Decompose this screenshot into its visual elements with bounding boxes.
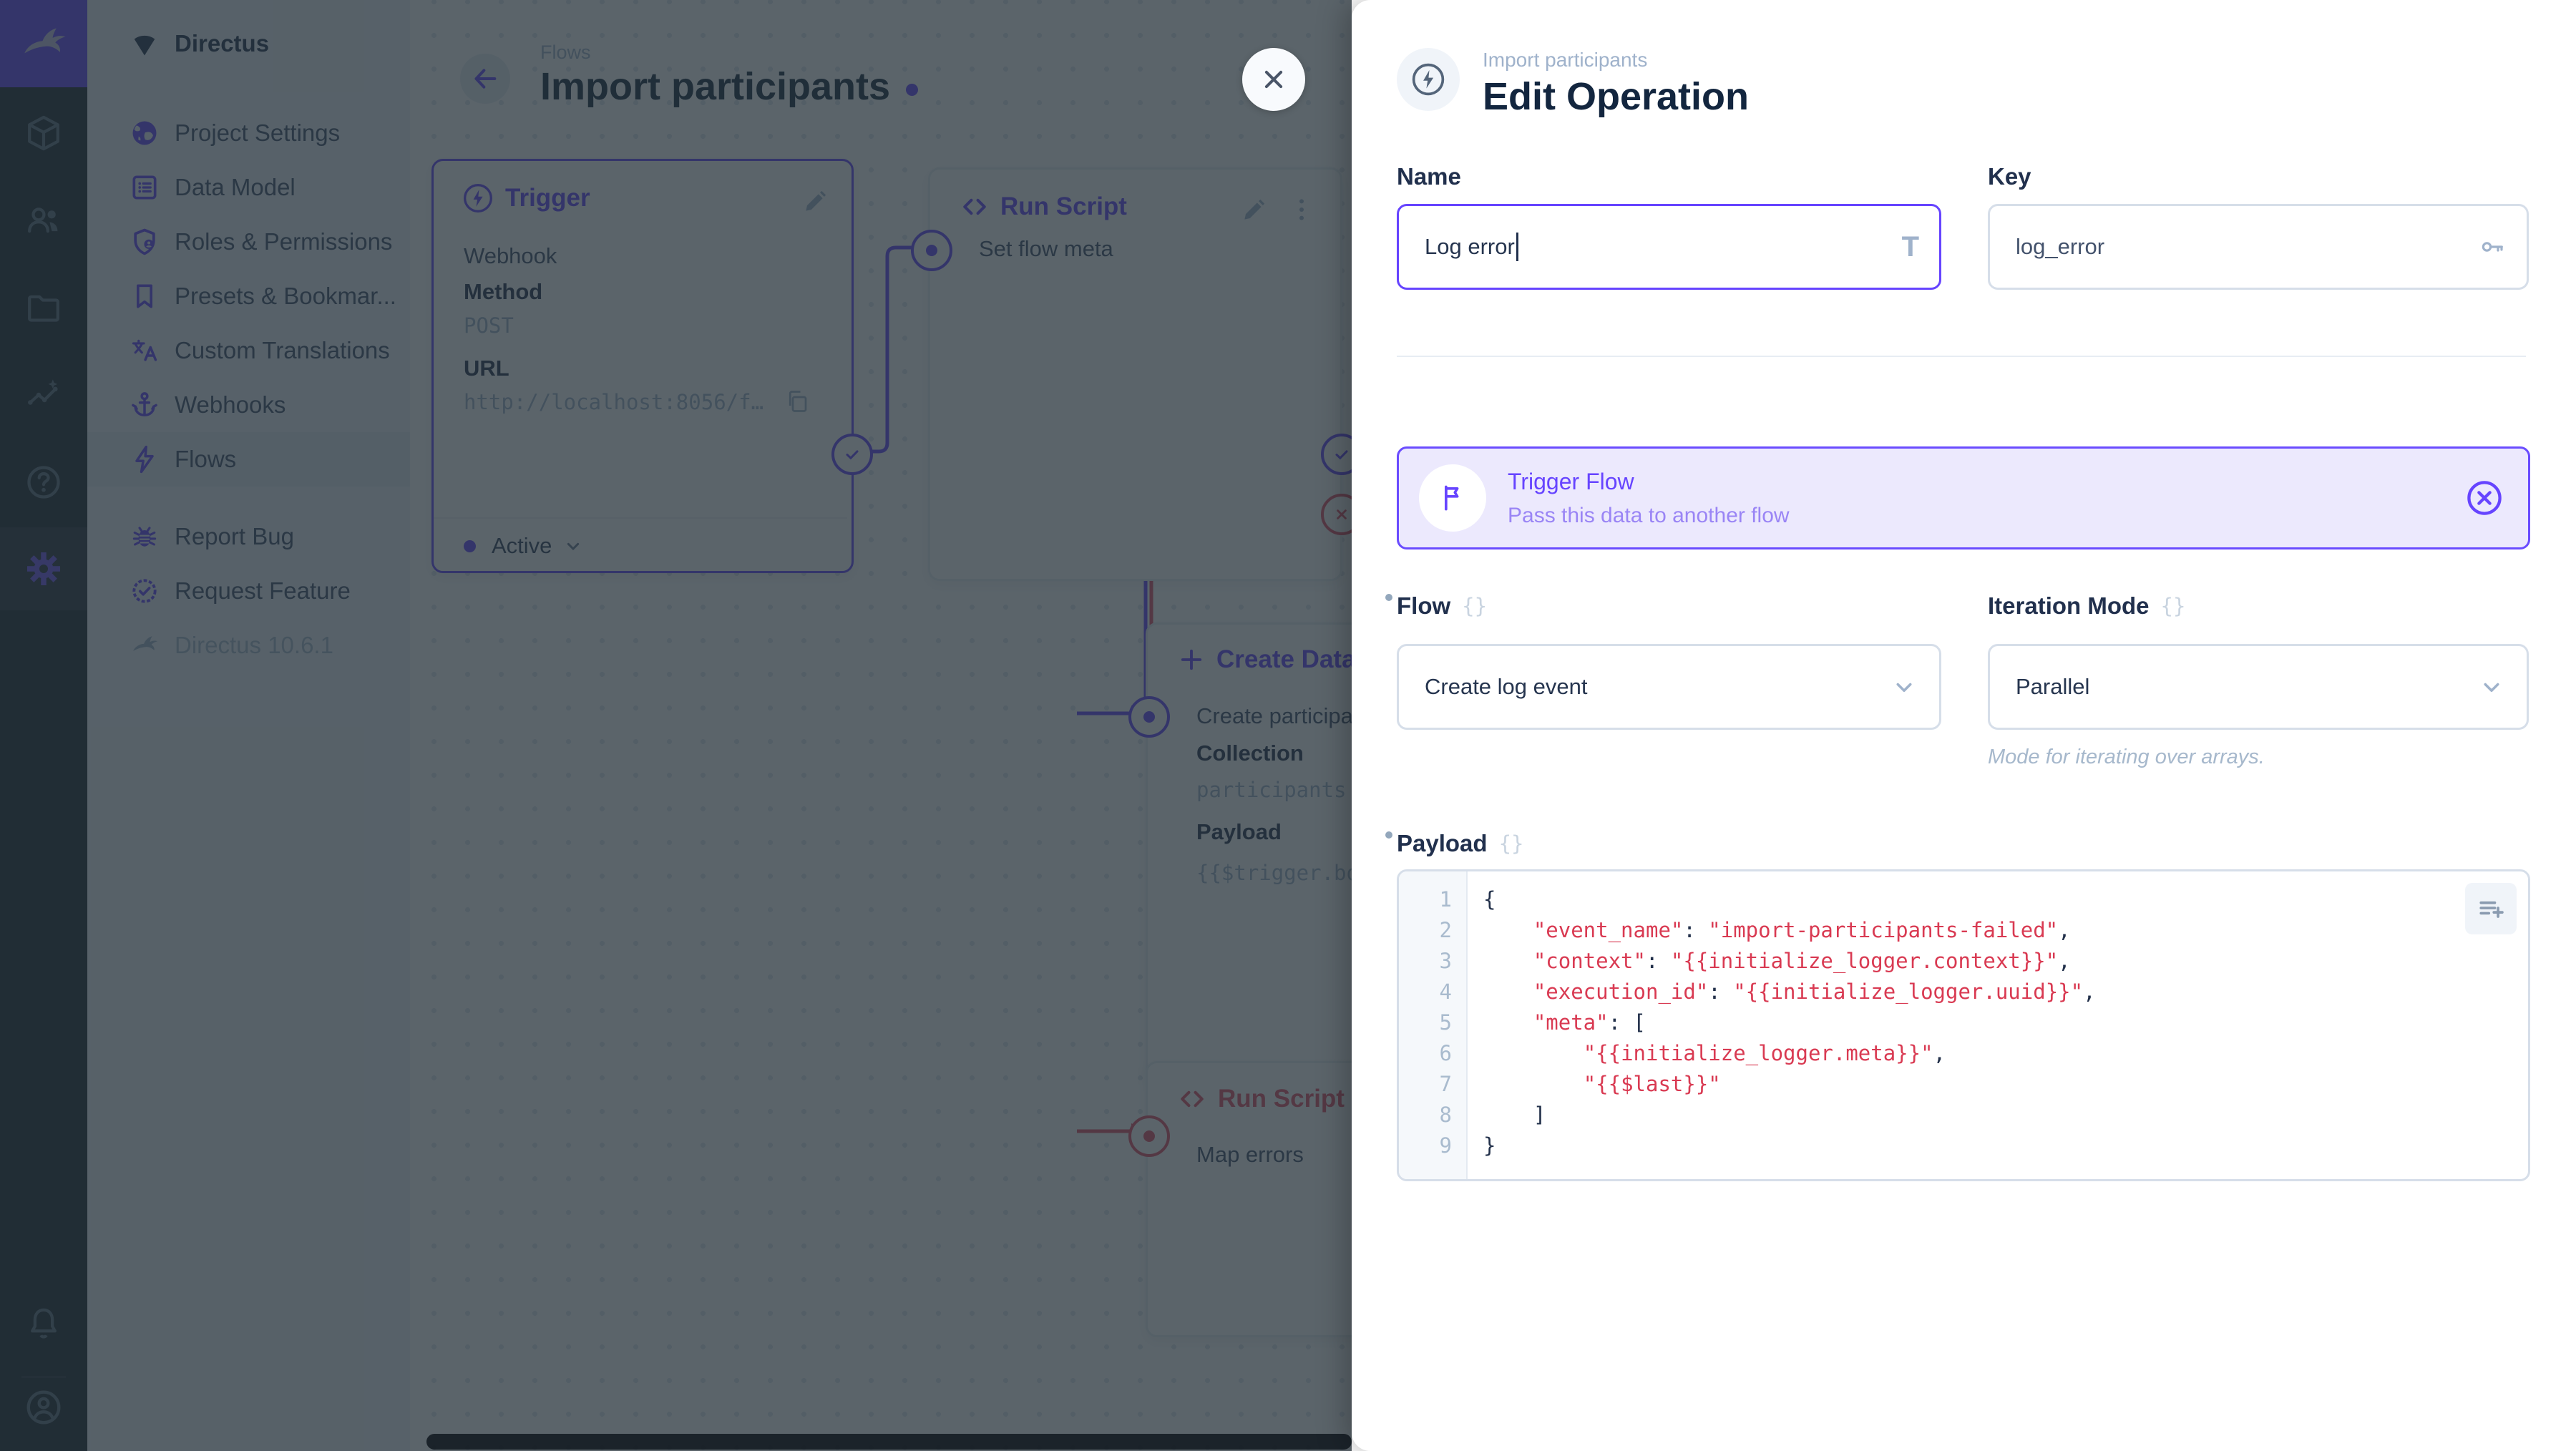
name-input[interactable]: Log error T xyxy=(1397,204,1941,290)
key-input[interactable]: log_error xyxy=(1988,204,2529,290)
chevron-down-icon xyxy=(2477,646,2507,728)
bolt-circle-icon xyxy=(1412,63,1445,96)
chevron-down-icon xyxy=(1889,646,1919,728)
text-caret xyxy=(1516,233,1518,261)
name-label: Name xyxy=(1397,163,1461,190)
modal-overlay[interactable] xyxy=(0,0,1352,1451)
canvas-horizontal-scrollbar[interactable] xyxy=(426,1434,1352,1450)
key-label: Key xyxy=(1988,163,2031,190)
code-line: { xyxy=(1483,887,1496,912)
iteration-mode-label: Iteration Mode{} xyxy=(1988,592,2186,619)
trigger-flow-banner[interactable]: Trigger Flow Pass this data to another f… xyxy=(1397,446,2530,549)
code-line: "event_name": "import-participants-faile… xyxy=(1533,918,2071,942)
drawer-breadcrumb: Import participants xyxy=(1483,49,1648,71)
key-icon xyxy=(2478,206,2507,288)
payload-label: Payload{} xyxy=(1385,830,1524,857)
code-line: "{{$last}}" xyxy=(1583,1072,1721,1096)
code-line: "{{initialize_logger.meta}}", xyxy=(1583,1041,1946,1065)
code-line: "execution_id": "{{initialize_logger.uui… xyxy=(1533,979,2096,1004)
code-line: "context": "{{initialize_logger.context}… xyxy=(1533,949,2071,973)
drawer-title: Edit Operation xyxy=(1483,75,1750,118)
flow-label: Flow{} xyxy=(1385,592,1488,620)
raw-value-icon[interactable]: {} xyxy=(2160,594,2186,618)
drawer-header-icon xyxy=(1397,48,1460,111)
iteration-mode-select[interactable]: Parallel xyxy=(1988,644,2529,730)
flow-select[interactable]: Create log event xyxy=(1397,644,1941,730)
edit-operation-drawer: Import participants Edit Operation Name … xyxy=(1352,0,2576,1451)
required-dot xyxy=(1385,831,1392,839)
banner-subtitle: Pass this data to another flow xyxy=(1508,503,1790,527)
close-icon xyxy=(1264,70,1283,89)
raw-value-icon[interactable]: {} xyxy=(1498,831,1524,856)
banner-title: Trigger Flow xyxy=(1508,468,1634,494)
flag-icon xyxy=(1419,464,1486,532)
format-json-button[interactable] xyxy=(2465,883,2517,934)
required-dot xyxy=(1385,594,1392,601)
code-line: } xyxy=(1483,1133,1496,1158)
code-line: "meta": [ xyxy=(1533,1010,1646,1035)
title-format-icon[interactable]: T xyxy=(1901,230,1919,263)
code-line: ] xyxy=(1483,1103,1546,1127)
iteration-mode-note: Mode for iterating over arrays. xyxy=(1988,746,2265,768)
close-drawer-button[interactable] xyxy=(1242,48,1305,111)
remove-circle-icon[interactable] xyxy=(2465,479,2504,517)
playlist-add-icon xyxy=(2479,901,2504,918)
raw-value-icon[interactable]: {} xyxy=(1462,594,1488,618)
divider xyxy=(1397,356,2526,357)
